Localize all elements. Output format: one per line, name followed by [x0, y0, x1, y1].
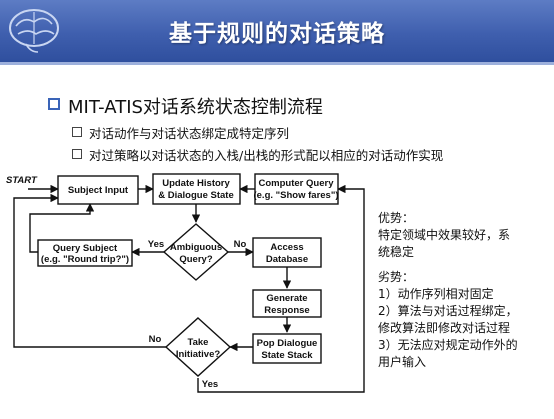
query-subject-label: (e.g. "Round trip?"): [41, 254, 129, 265]
dialogue-flowchart: START Subject Input Update History & Dia…: [6, 173, 365, 393]
sub-bullet-text: 对话动作与对话状态绑定成特定序列: [89, 126, 290, 141]
computer-query-label: (e.g. "Show fares"): [253, 190, 338, 201]
ambiguous-label: Ambiguous: [170, 242, 222, 253]
computer-query-box: [254, 173, 339, 205]
sub-bullet: 对过策略以对话状态的入栈/出栈的形式配以相应的对话动作实现: [72, 145, 443, 164]
square-bullet-icon: [48, 98, 60, 110]
title-banner: [0, 0, 554, 62]
subject-input-label: Subject Input: [68, 185, 129, 196]
brain-logo-icon: [9, 9, 59, 53]
sub-bullet-text: 对过策略以对话状态的入栈/出栈的形式配以相应的对话动作实现: [89, 148, 444, 163]
checkbox-bullet-icon: [72, 149, 82, 159]
sub-bullet: 对话动作与对话状态绑定成特定序列: [72, 123, 289, 142]
take-initiative-label: Initiative?: [176, 349, 221, 360]
take-initiative-label: Take: [188, 337, 209, 348]
computer-query-label: Computer Query: [259, 178, 335, 189]
access-database-label: Database: [266, 254, 308, 265]
no-label: No: [234, 239, 247, 250]
checkbox-bullet-icon: [72, 127, 82, 137]
access-database-label: Access: [270, 242, 303, 253]
disadvantages-line: 2）算法与对话过程绑定，: [378, 304, 518, 318]
no-label: No: [149, 334, 162, 345]
update-history-box: [152, 173, 241, 205]
pop-dialogue-box: [252, 333, 322, 364]
yes-label: Yes: [148, 239, 164, 250]
ambiguous-label: Query?: [179, 254, 212, 265]
advantages-line: 特定领域中效果较好，系: [378, 228, 511, 242]
pros-cons-notes: 优势： 特定领域中效果较好，系 统稳定 劣势： 1）动作序列相对固定 2）算法与…: [378, 210, 550, 371]
disadvantages-line: 用户输入: [378, 355, 427, 369]
slide-title: 基于规则的对话策略: [169, 21, 385, 47]
start-label: START: [6, 175, 38, 186]
subject-input-box: [57, 175, 139, 205]
advantages-title: 优势：: [378, 211, 415, 225]
update-history-label: Update History: [162, 178, 230, 189]
update-history-label: & Dialogue State: [158, 190, 234, 201]
disadvantages-line: 修改算法即修改对话过程: [378, 321, 511, 335]
disadvantages-line: 3）无法应对规定动作外的: [378, 338, 518, 352]
pop-dialogue-label: Pop Dialogue: [257, 338, 318, 349]
query-subject-label: Query Subject: [53, 243, 118, 254]
advantages-line: 统稳定: [378, 245, 415, 259]
generate-response-label: Generate: [266, 293, 307, 304]
take-initiative-decision: [164, 317, 232, 377]
generate-response-box: [252, 289, 322, 318]
disadvantages-title: 劣势：: [378, 270, 415, 284]
generate-response-label: Response: [264, 305, 309, 316]
ambiguous-query-decision: [162, 223, 230, 281]
access-database-box: [252, 237, 322, 268]
banner-divider: [0, 62, 554, 65]
yes-label: Yes: [202, 379, 218, 390]
section-heading: MIT-ATIS对话系统状态控制流程: [68, 97, 323, 118]
pop-dialogue-label: State Stack: [261, 350, 313, 361]
disadvantages-line: 1）动作序列相对固定: [378, 287, 494, 301]
query-subject-box: [37, 239, 133, 267]
